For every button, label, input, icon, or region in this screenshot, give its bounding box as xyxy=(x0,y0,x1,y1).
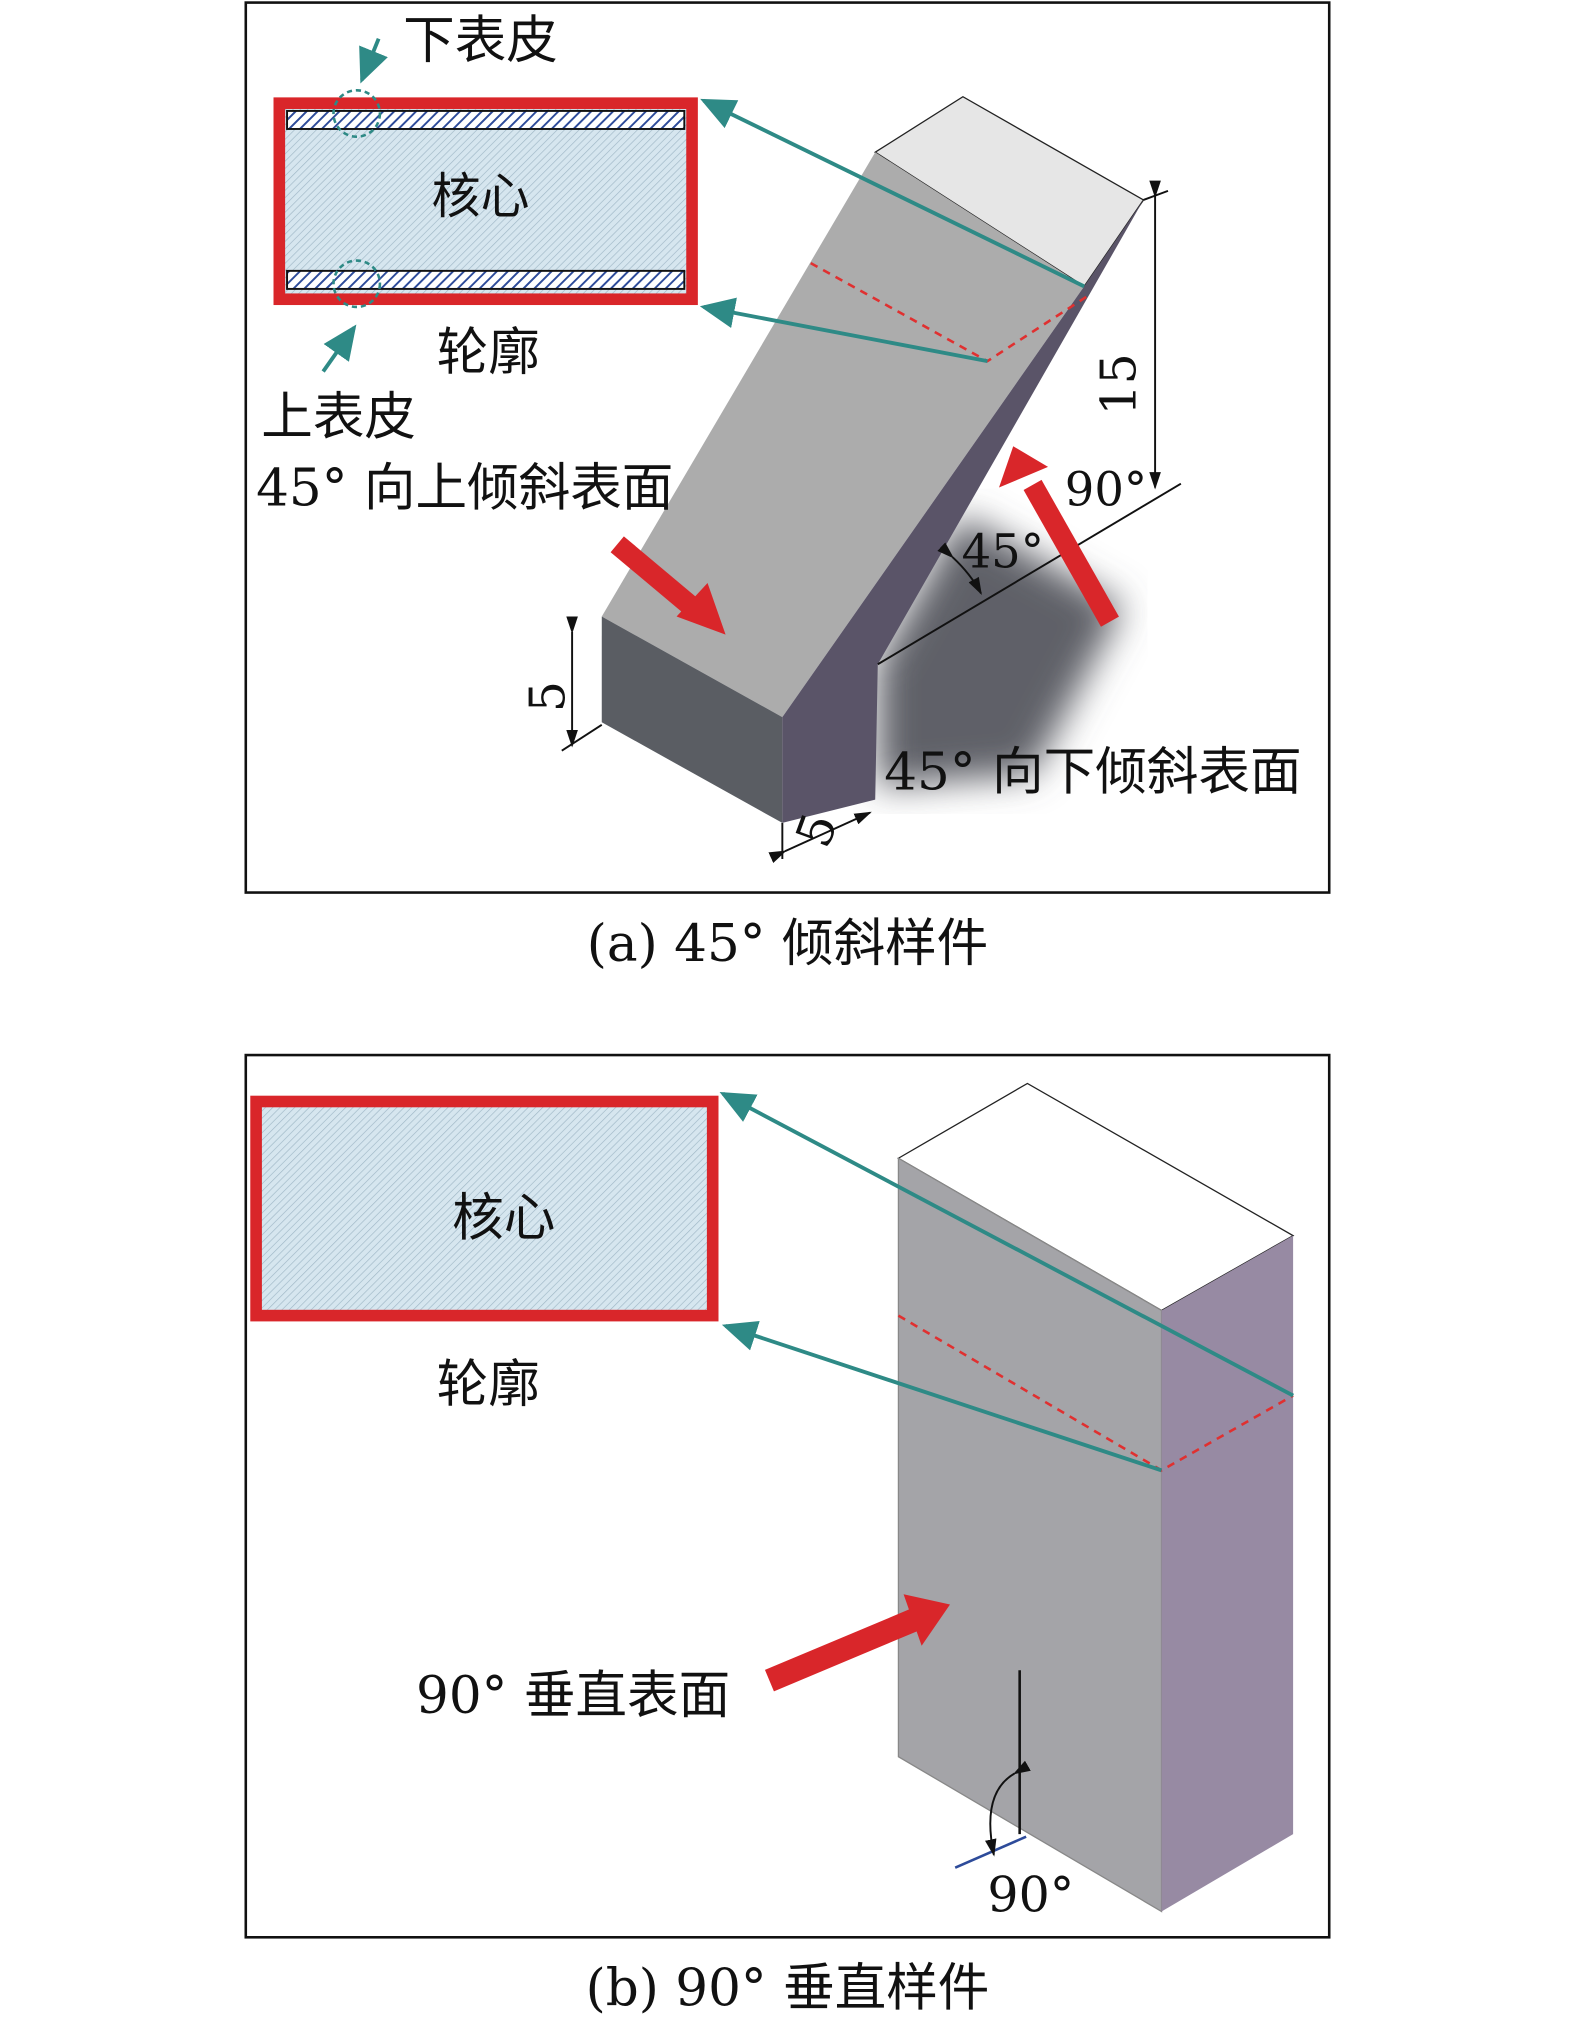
dim-5-width-line xyxy=(768,811,872,863)
block-base-front xyxy=(601,616,783,823)
leader-line-bottom xyxy=(699,297,988,364)
block-upward-face xyxy=(601,152,1085,718)
upper-skin-label: 上表皮 xyxy=(261,388,416,448)
block-side-face xyxy=(1161,1235,1294,1912)
panel-a: 核心 下表皮 轮廓 上表皮 45° 向上倾斜表面 45° 向下倾斜表面 15 9… xyxy=(244,1,1331,974)
leader-line-top xyxy=(700,98,1086,289)
upper-skin-arrow xyxy=(321,324,357,373)
inset-core xyxy=(273,97,698,306)
lower-skin-circle xyxy=(332,88,382,139)
angle-90-label: 90° xyxy=(1065,463,1147,517)
leader-line-bottom xyxy=(721,1320,1163,1473)
block-downward-face xyxy=(782,199,1144,823)
vertical-surface-label: 90° 垂直表面 xyxy=(416,1666,730,1726)
dim-5-height-label: 5 xyxy=(519,681,576,712)
panel-b: 核心 轮廓 90° 垂直表面 90° (b) 90° 垂直样件 xyxy=(244,1053,1331,2019)
downward-surface-label: 45° 向下倾斜表面 xyxy=(884,742,1301,802)
core-label: 核心 xyxy=(432,168,530,225)
inset-core xyxy=(250,1095,719,1322)
red-arrow-upward xyxy=(610,536,726,635)
angle-90-label: 90° xyxy=(987,1866,1074,1923)
leader-line-top xyxy=(719,1091,1295,1398)
lower-skin-strip xyxy=(286,109,686,130)
caption-b: (b) 90° 垂直样件 xyxy=(586,1959,990,2019)
upward-surface-label: 45° 向上倾斜表面 xyxy=(256,459,673,519)
upper-skin-strip xyxy=(286,269,686,290)
lower-skin-arrow xyxy=(359,37,388,84)
red-arrow-downward xyxy=(999,446,1119,627)
contour-label: 轮廓 xyxy=(437,323,540,383)
dim-15-label: 15 xyxy=(1091,353,1148,415)
red-arrow-vertical xyxy=(764,1594,951,1692)
angle-45-arc xyxy=(937,542,982,596)
angle-45-label: 45° xyxy=(962,525,1044,579)
base-line xyxy=(877,482,1182,666)
caption-a: (a) 45° 倾斜样件 xyxy=(587,914,989,974)
upper-skin-circle xyxy=(332,259,382,309)
contour-label: 轮廓 xyxy=(437,1355,540,1415)
lower-skin-label: 下表皮 xyxy=(403,11,558,71)
core-label: 核心 xyxy=(452,1189,555,1249)
angle-90-arc xyxy=(985,1760,1031,1857)
